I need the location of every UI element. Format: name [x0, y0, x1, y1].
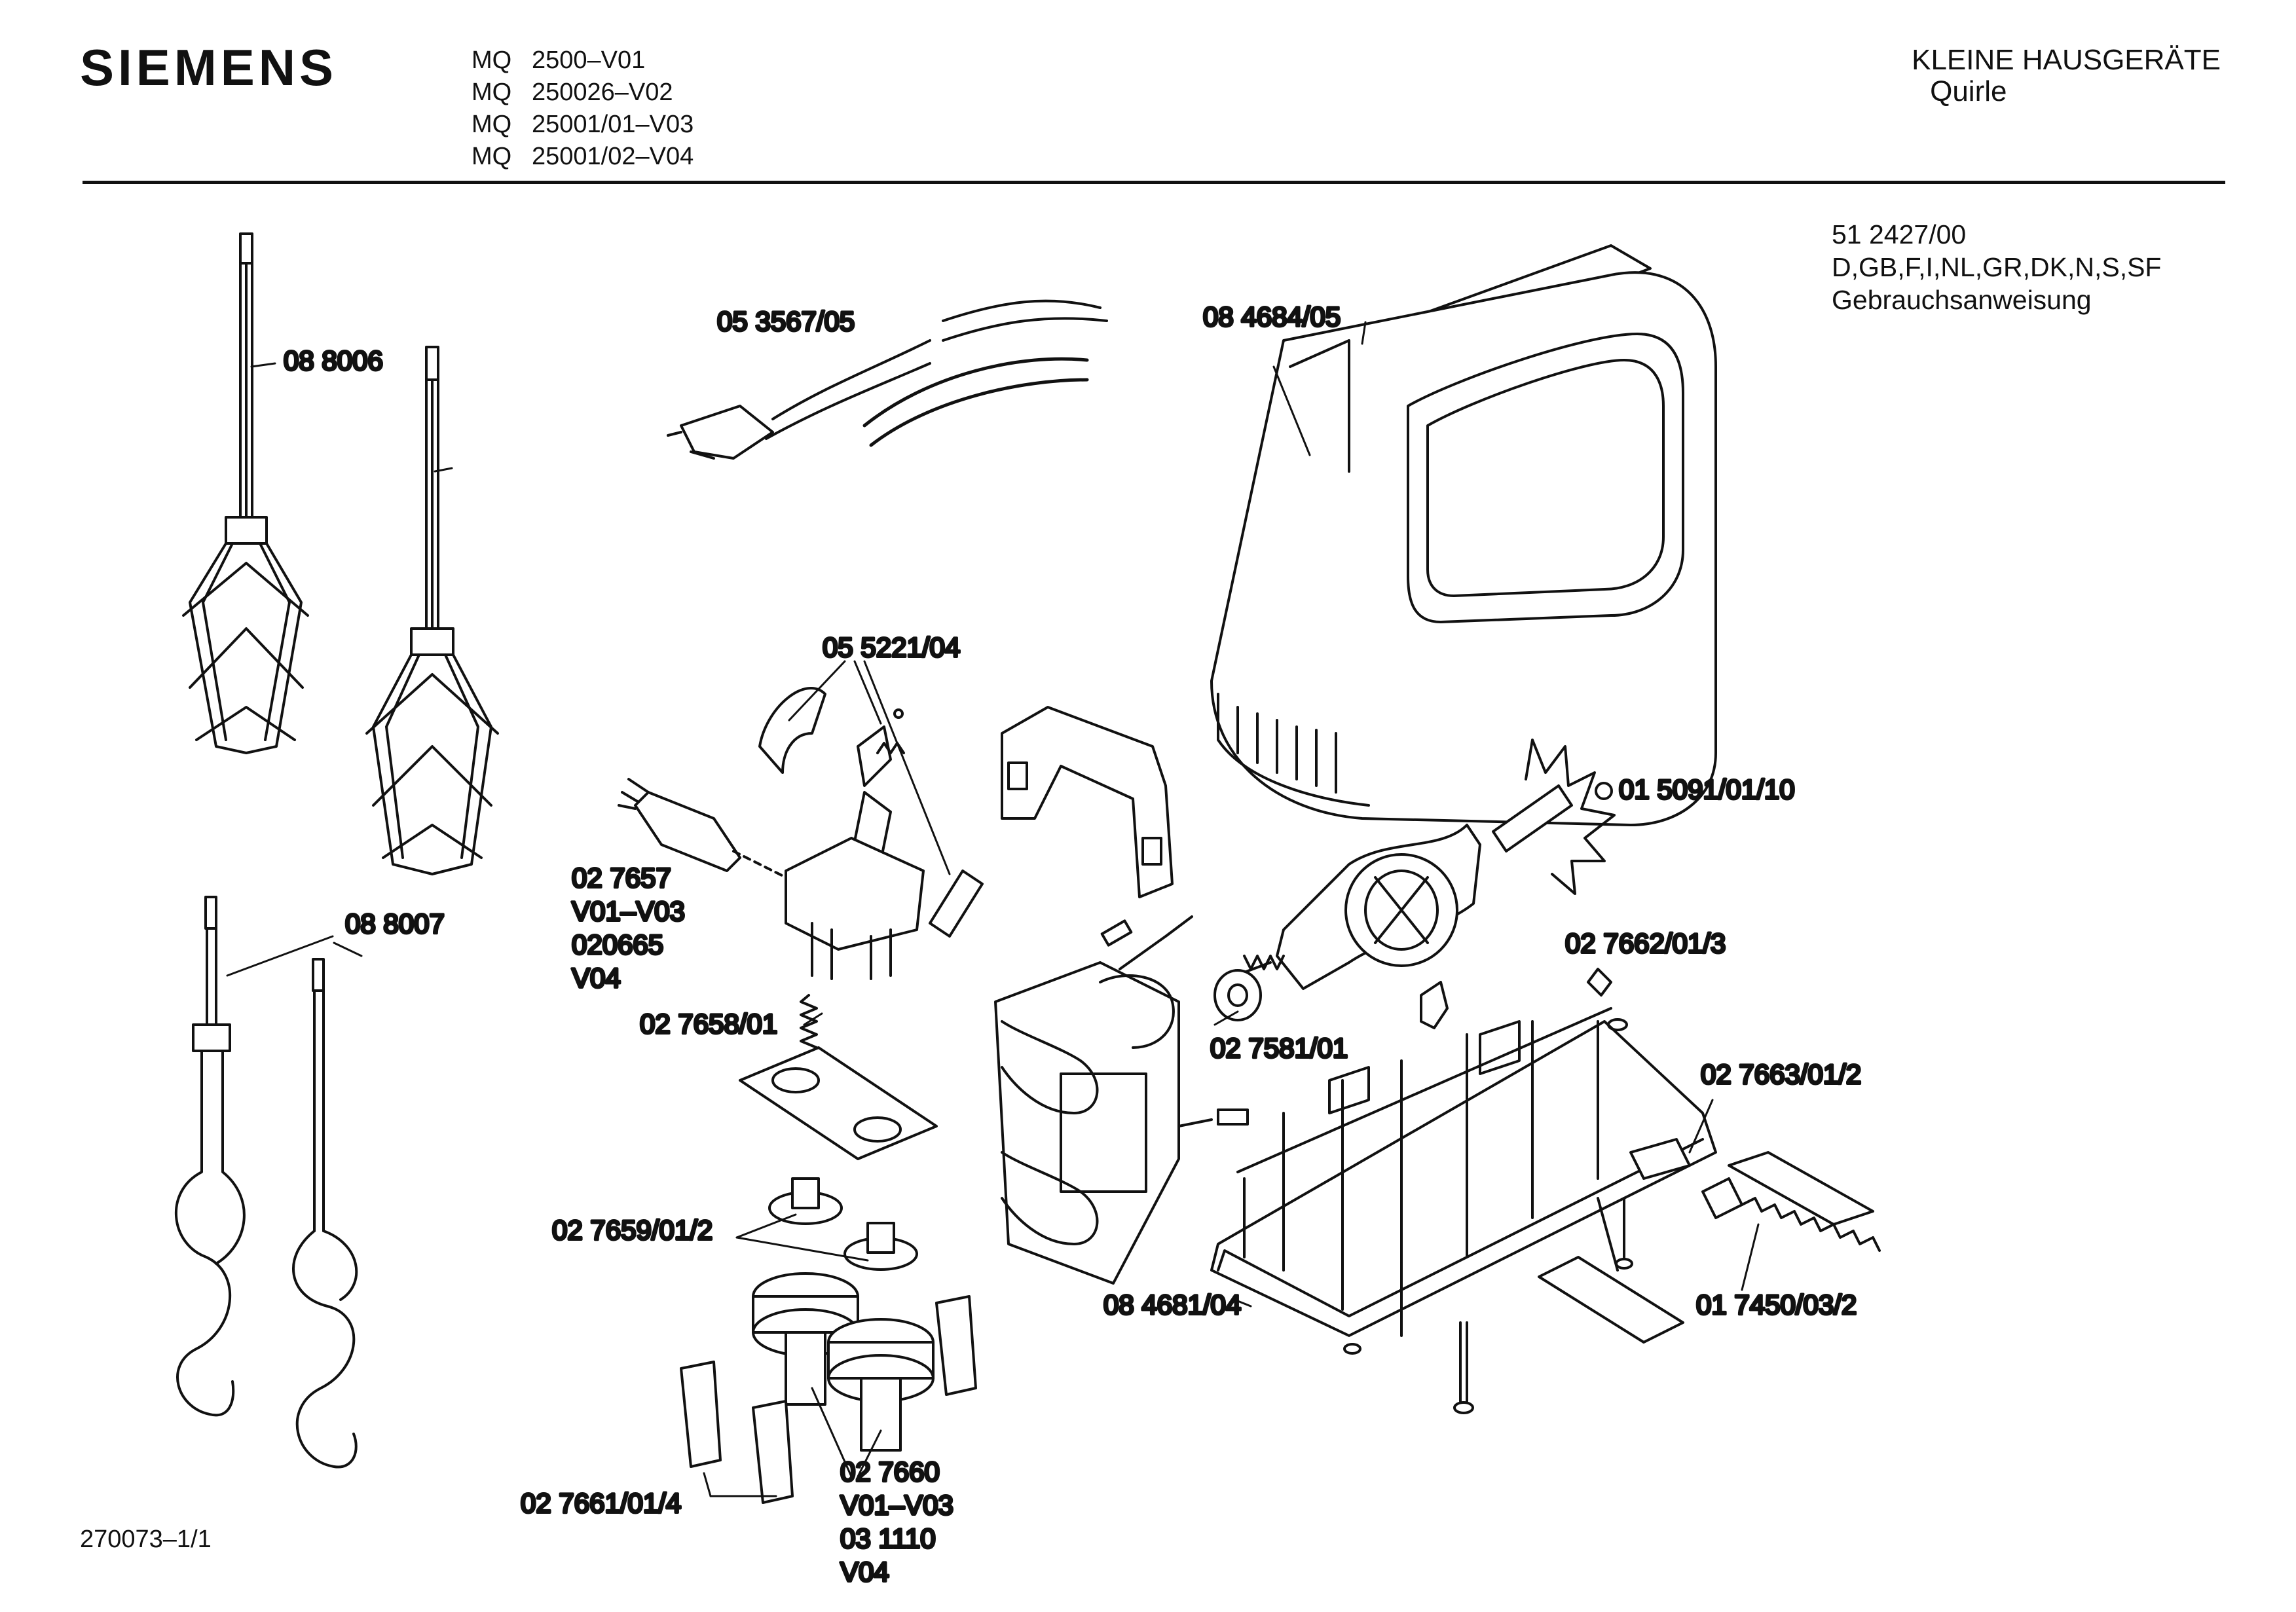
- drive-gear-drawing: [752, 1272, 935, 1452]
- document-info: 51 2427/00 D,GB,F,I,NL,GR,DK,N,S,SF Gebr…: [1832, 218, 2161, 316]
- label-drive-gear-4: V04: [840, 1556, 889, 1587]
- document-number: 51 2427/00: [1832, 219, 1967, 249]
- label-whisk: 08 8006: [284, 345, 383, 376]
- document-title: Gebrauchsanweisung: [1832, 285, 2092, 315]
- label-switch: 05 5221/04: [823, 632, 960, 663]
- label-capacitor-3: 020665: [572, 929, 663, 960]
- dough-hook-1-drawing: [174, 896, 246, 1417]
- whisk-1-drawing: [182, 232, 309, 754]
- stator-drawing: [994, 915, 1249, 1285]
- armature-drawing: [1217, 739, 1616, 990]
- screw-drawing: [1343, 1197, 1633, 1414]
- label-drive-gear-3: 03 1110: [840, 1523, 936, 1554]
- bearing-drawing: [1213, 969, 1262, 1021]
- brand-logo: SIEMENS: [80, 39, 338, 96]
- label-latch: 02 7663/01/2: [1701, 1059, 1861, 1090]
- base-housing-drawing: [1210, 1007, 1717, 1337]
- label-drive-gear-2: V01–V03: [840, 1490, 954, 1520]
- label-capacitor-1: 02 7657: [572, 862, 671, 893]
- label-coupling: 02 7659/01/2: [552, 1215, 713, 1245]
- category-block: KLEINE HAUSGERÄTE Quirle: [1912, 45, 2221, 107]
- label-power-cord: 05 3567/05: [717, 306, 855, 337]
- sleeve-drawing: [680, 1295, 977, 1504]
- label-bearing: 02 7581/01: [1210, 1033, 1348, 1063]
- ejector-spring-drawing: [1701, 1177, 1881, 1252]
- label-ejector-spring: 01 7450/03/2: [1696, 1289, 1857, 1320]
- latch-drawing: [1629, 1138, 1874, 1226]
- dough-hook-2-drawing: [291, 958, 358, 1469]
- capacitor-drawing: [618, 778, 787, 879]
- spring-drawing: [800, 994, 818, 1055]
- label-capacitor-2: V01–V03: [572, 896, 685, 926]
- leader-lines: [226, 321, 1760, 1497]
- label-spring: 02 7658/01: [640, 1008, 777, 1039]
- label-base-housing: 08 4681/04: [1103, 1289, 1241, 1320]
- label-drive-gear-1: 02 7660: [840, 1456, 940, 1487]
- clip-drawing: [1420, 968, 1612, 1029]
- whisk-2-drawing: [365, 346, 499, 875]
- marker-circle: [1595, 782, 1613, 800]
- label-sleeve: 02 7661/01/4: [521, 1488, 681, 1518]
- header-divider: [83, 181, 2225, 184]
- coupling-drawing: [768, 1177, 918, 1271]
- power-cord-drawing: [667, 299, 1108, 460]
- flat-bar-drawing: [1538, 1256, 1684, 1344]
- category-title: KLEINE HAUSGERÄTE: [1912, 44, 2221, 76]
- category-subtitle: Quirle: [1930, 75, 2007, 107]
- label-housing-cover: 08 4684/05: [1203, 301, 1341, 332]
- plate-drawing: [739, 1046, 938, 1160]
- drawing-number: 270073–1/1: [80, 1526, 212, 1553]
- label-capacitor-4: V04: [572, 962, 621, 993]
- label-clip: 02 7662/01/3: [1565, 928, 1726, 959]
- motor-bracket-drawing: [1001, 706, 1174, 898]
- main-housing-drawing: [1210, 271, 1717, 826]
- switch-drawing: [758, 687, 984, 980]
- label-armature: 01 5091/01/10: [1619, 774, 1795, 805]
- label-dough-hook: 08 8007: [345, 908, 445, 939]
- document-languages: D,GB,F,I,NL,GR,DK,N,S,SF: [1832, 252, 2162, 282]
